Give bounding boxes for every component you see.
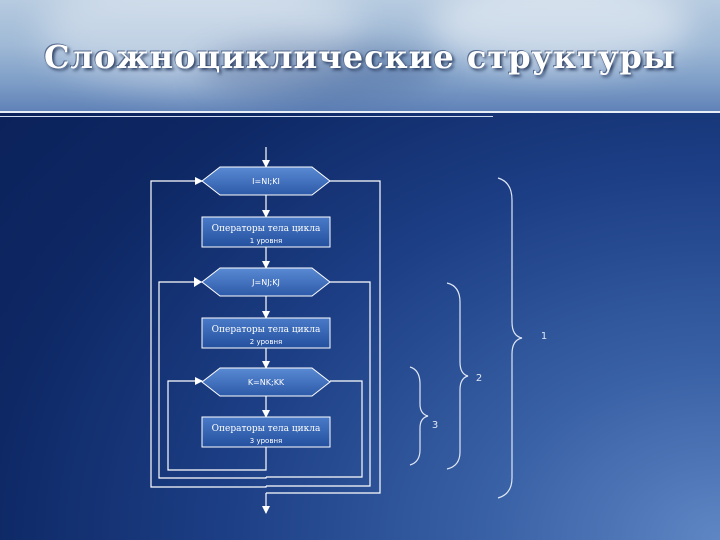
brace-3-label: 3 bbox=[432, 420, 438, 431]
brace-3 bbox=[409, 366, 429, 466]
loop2-body-title: Операторы тела цикла bbox=[212, 325, 321, 335]
slide-title: Сложноциклические структуры bbox=[44, 38, 676, 76]
loop1-body-title: Операторы тела цикла bbox=[212, 224, 321, 234]
loop1-exit bbox=[266, 180, 381, 494]
loop1-body-level: 1 уровня bbox=[250, 237, 282, 245]
divider-line bbox=[0, 111, 720, 113]
arrowhead bbox=[194, 277, 202, 287]
brace-2 bbox=[446, 282, 469, 470]
loop3-body-box bbox=[201, 416, 331, 448]
loop3-return bbox=[167, 377, 267, 471]
loop3-exit bbox=[266, 380, 363, 478]
loop2-header-hexagon bbox=[201, 267, 331, 297]
divider-line-thin bbox=[0, 116, 493, 117]
loop3-body-level: 3 уровня bbox=[250, 437, 282, 445]
loop1-body-box bbox=[201, 216, 331, 248]
title-banner bbox=[0, 0, 720, 113]
loop2-header-text: J=NJ;KJ bbox=[251, 278, 280, 287]
loop3-header-text: K=NK;KK bbox=[248, 378, 285, 387]
brace-2-label: 2 bbox=[476, 373, 482, 384]
brace-1-label: 1 bbox=[541, 331, 547, 342]
loop2-body-level: 2 уровня bbox=[250, 338, 282, 346]
loop2-return bbox=[158, 281, 267, 479]
brace-1 bbox=[497, 177, 523, 499]
loop1-header-hexagon bbox=[201, 166, 331, 196]
loop1-header-text: I=NI;KI bbox=[252, 177, 280, 186]
loop2-body-box bbox=[201, 317, 331, 349]
loop3-header-hexagon bbox=[201, 367, 331, 397]
loop3-body-title: Операторы тела цикла bbox=[212, 424, 321, 434]
loop2-exit bbox=[266, 281, 371, 487]
loop1-return bbox=[150, 177, 267, 488]
